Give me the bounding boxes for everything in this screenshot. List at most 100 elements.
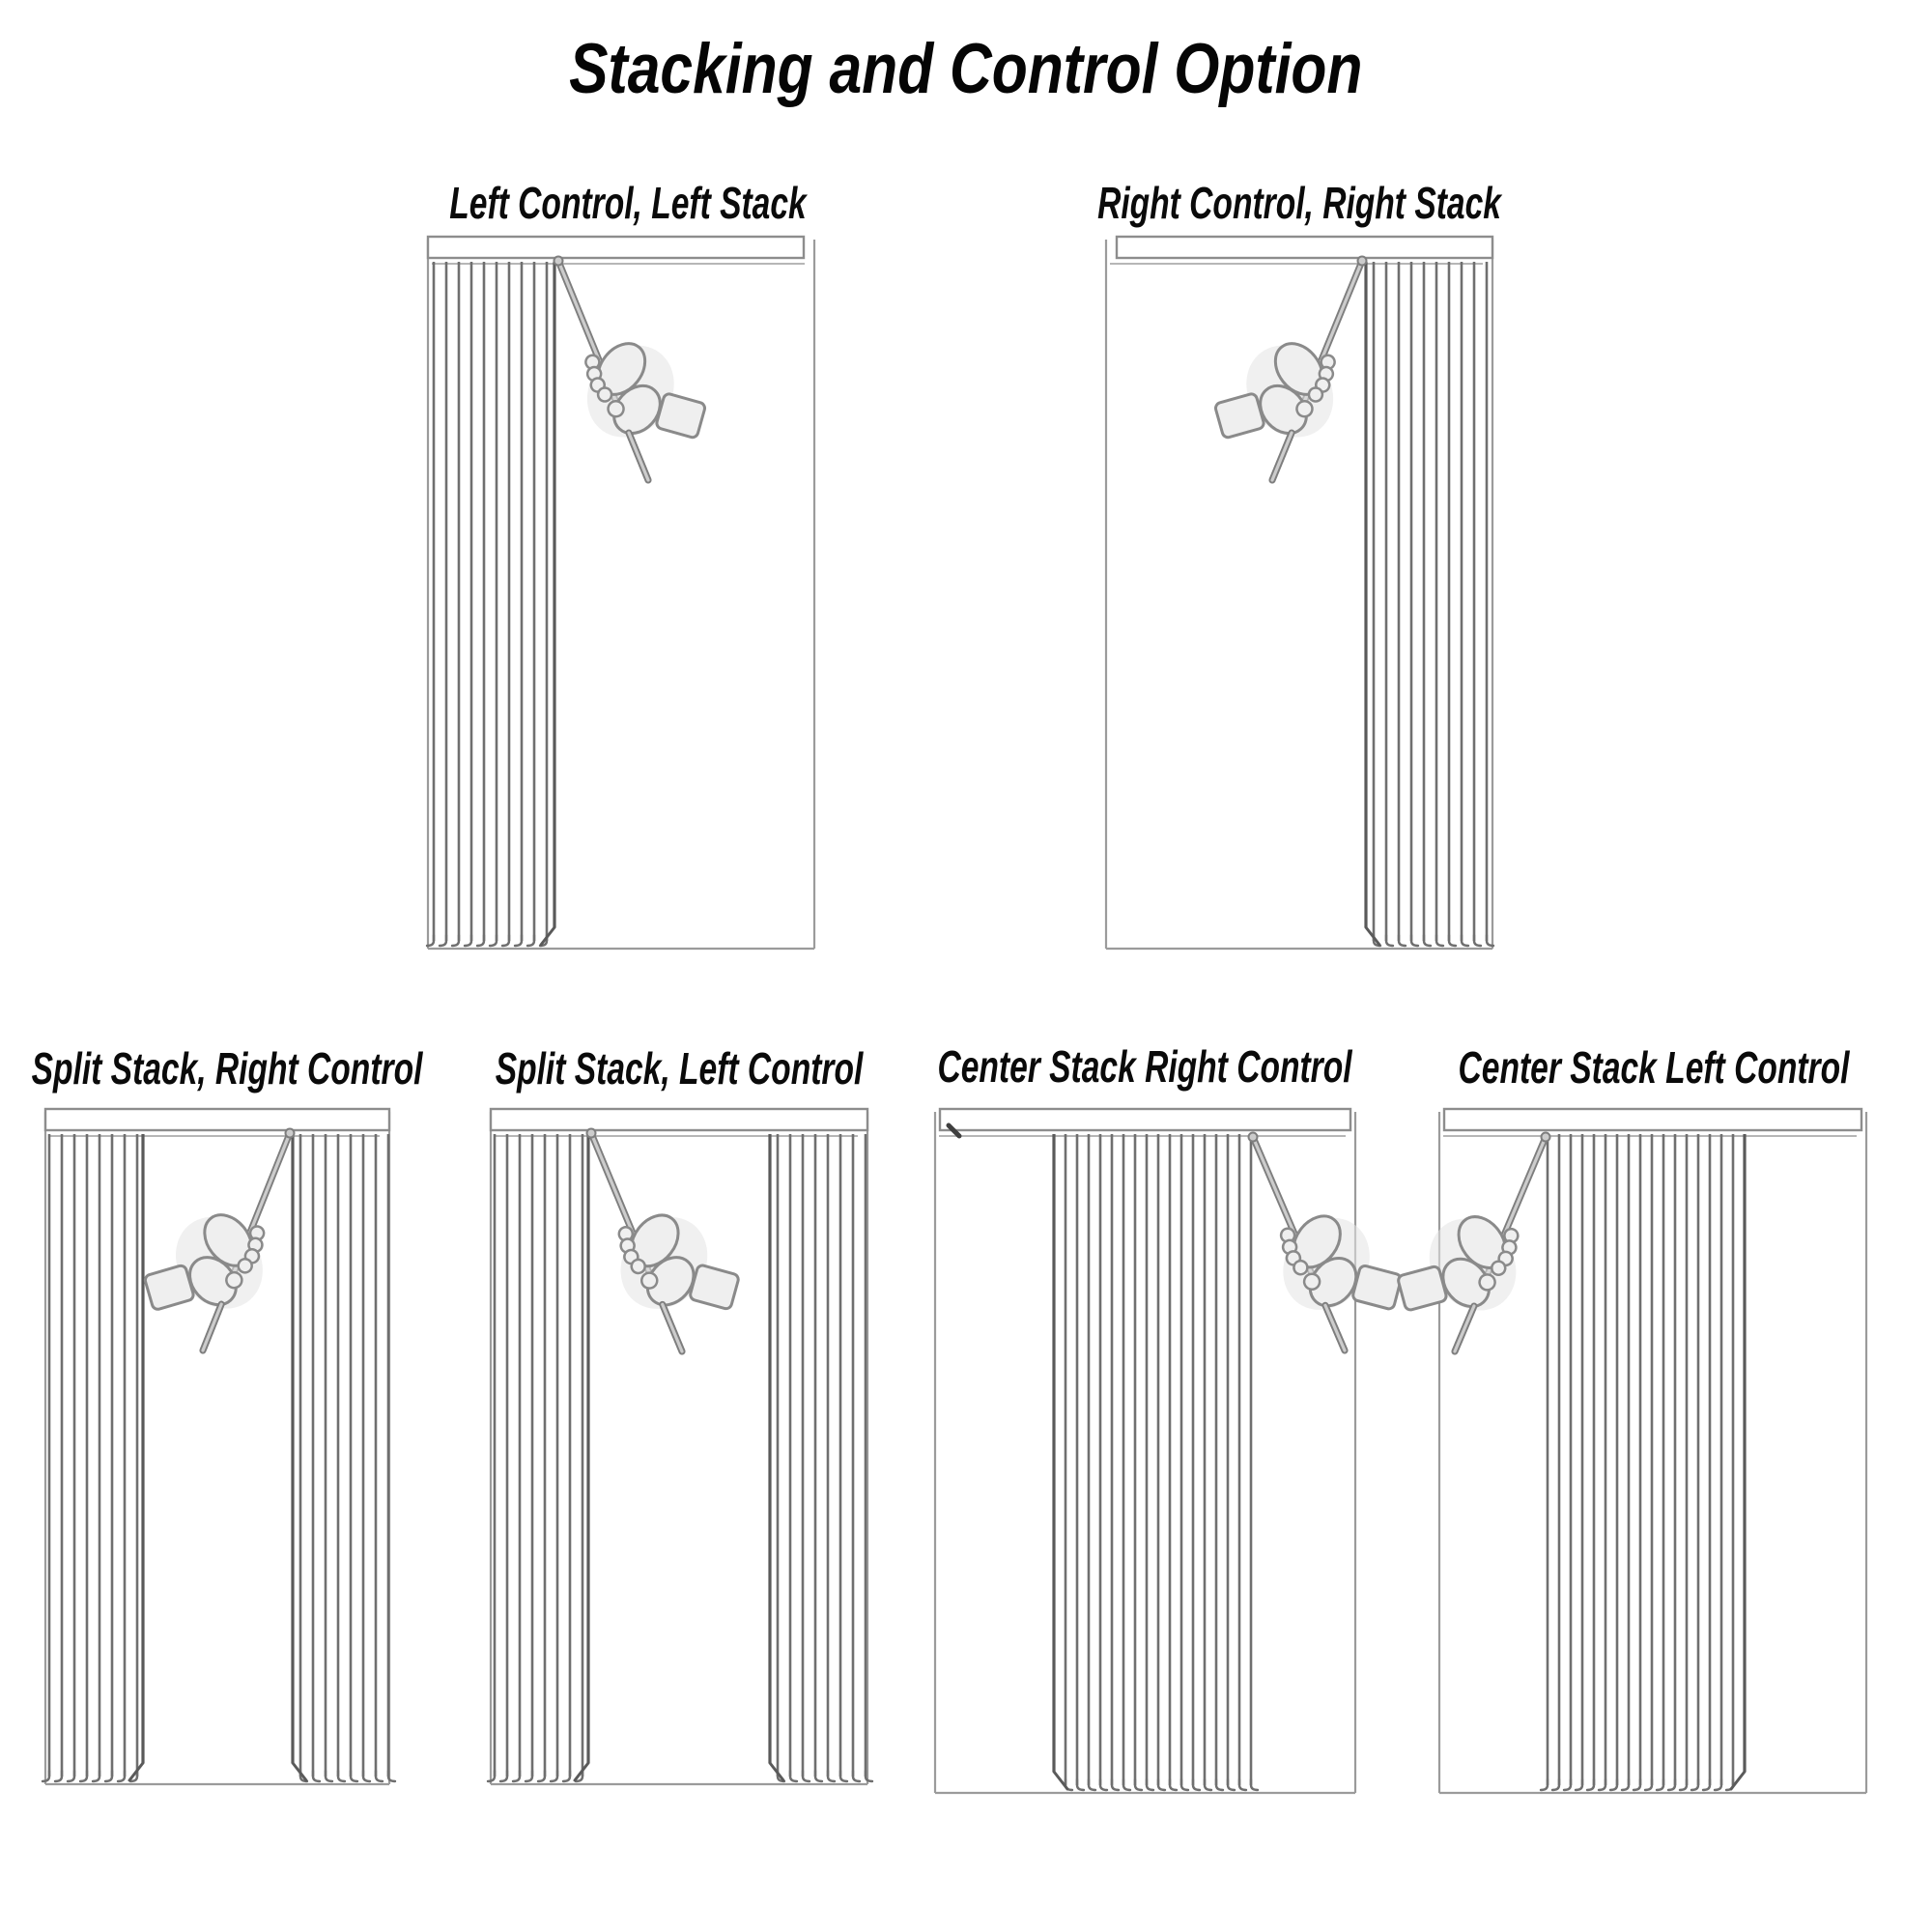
panel-label-text: Center Stack Right Control [937,1041,1352,1092]
finger [1293,1259,1309,1276]
wand-rod-tip [1270,431,1293,482]
slat-foot [1620,1777,1631,1792]
slat-foot [1539,1777,1549,1792]
window-frame [426,240,816,951]
slat-foot [488,933,498,948]
slat-foot [1562,1777,1573,1792]
slat-foot [1643,1777,1654,1792]
window-frame [489,1112,869,1786]
panel-label-text: Center Stack Left Control [1458,1042,1850,1093]
slat-foot [450,933,461,948]
fist [1259,384,1308,436]
fist [645,1256,696,1307]
thumb [1302,1272,1321,1292]
hand-icon [617,1213,740,1311]
control-wand [143,1127,296,1354]
slat-foot [128,1769,139,1783]
fist [1441,1257,1491,1308]
panel-label-text: Left Control, Left Stack [449,178,807,228]
thumb [607,399,625,418]
slat-stack-left [41,1134,145,1783]
thumb [639,1271,659,1290]
hand-icon [1213,342,1336,440]
slat-foot [1133,1777,1144,1792]
slat-foot [513,933,524,948]
rail-end-tick [946,1122,962,1139]
slat-stack-left [486,1134,590,1783]
slat-foot [864,1769,874,1783]
slat-foot [1179,1777,1190,1792]
leading-slat-chamfer [573,1761,590,1782]
slat-foot [851,1769,862,1783]
slat-foot [498,1769,509,1783]
window-frame [933,1112,1357,1795]
hand-icon [584,342,707,440]
headrail-rect [426,235,806,260]
fist [1308,1256,1358,1308]
slat-foot [374,1769,384,1783]
slat-foot [1597,1777,1607,1792]
slat-foot [324,1769,334,1783]
slat-foot [53,1769,64,1783]
headrail [1110,235,1494,265]
slat-stack-left [425,262,556,948]
panel-label-center-stack-right-control: Center Stack Right Control [861,1040,1429,1093]
slat-foot [561,1769,572,1783]
sleeve-cuff [689,1264,740,1311]
page-title-text: Stacking and Control Option [569,30,1363,108]
headrail [43,1107,391,1137]
hand-icon [1397,1215,1520,1312]
headrail-rect [1442,1107,1863,1132]
slat-foot [1655,1777,1665,1792]
slat-foot [1701,1777,1712,1792]
window-frame [1104,240,1494,951]
slat-foot [549,1769,559,1783]
slat-foot [486,1769,497,1783]
slat-foot [1447,933,1458,948]
slat-foot [1397,933,1407,948]
diagram-left-control-left-stack [425,235,816,951]
control-wand [1247,1131,1403,1354]
slat-foot [91,1769,101,1783]
leading-slat-chamfer [768,1761,785,1782]
slat-foot [475,933,486,948]
slat-foot [41,1769,51,1783]
headrail-rect [1115,235,1494,260]
leading-slat-chamfer [1052,1770,1069,1791]
slat-foot [1214,1777,1225,1792]
leading-slat-chamfer [128,1761,145,1782]
fist [612,384,662,436]
sleeve-cuff [143,1264,195,1311]
panel-label-text: Split Stack, Right Control [31,1043,423,1094]
wand-rod-tip [201,1302,223,1352]
slat-stack-right [1364,262,1495,948]
finger [1490,1260,1507,1276]
slat-foot [425,933,436,948]
slat-stack-center [1052,1134,1260,1792]
panel-label-left-control-left-stack: Left Control, Left Stack [384,177,872,229]
slat-foot [1666,1777,1677,1792]
slat-foot [1632,1777,1642,1792]
slat-stack-right [768,1134,874,1783]
wand-hook [284,1127,296,1139]
slat-foot [788,1769,799,1783]
slat-foot [1472,933,1483,948]
control-wand [1213,255,1368,484]
slat-stack-center [1539,1134,1747,1792]
headrail [489,1107,869,1137]
headrail-rect [938,1107,1352,1132]
diagram-center-stack-right-control [933,1107,1403,1795]
headrail-rect [489,1107,869,1132]
slat-foot [1168,1777,1179,1792]
slat-foot [1122,1777,1132,1792]
finger [630,1258,646,1275]
slat-foot [511,1769,522,1783]
slat-foot [524,1769,534,1783]
page-title: Stacking and Control Option [0,29,1932,109]
finger [1307,386,1324,403]
slat-foot [801,1769,811,1783]
headrail [938,1107,1352,1137]
slat-foot [1156,1777,1167,1792]
